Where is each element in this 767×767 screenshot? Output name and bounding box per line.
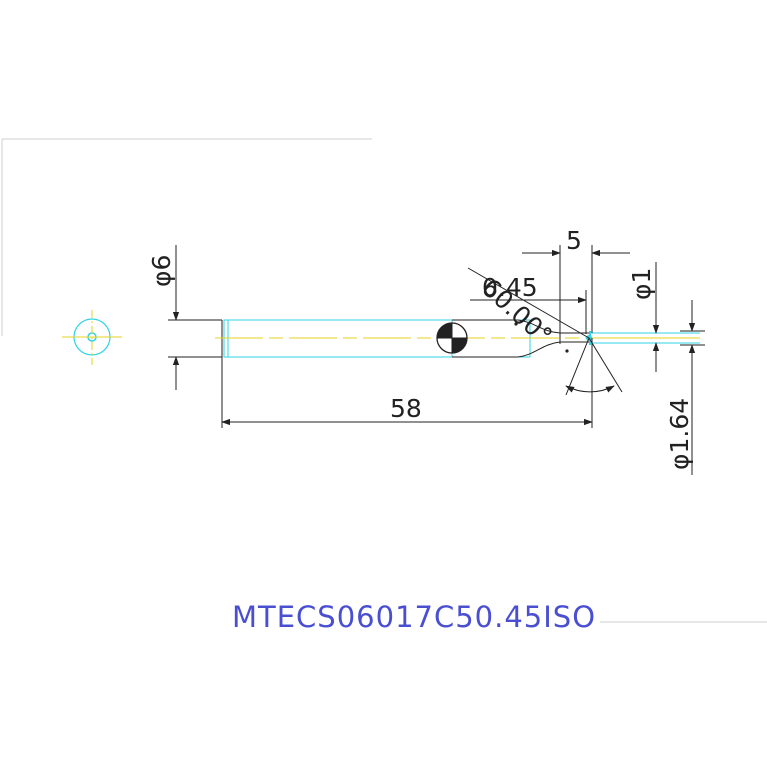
tool-tip xyxy=(452,319,700,358)
sheet-border xyxy=(1,138,767,623)
dim-tip-diameter xyxy=(680,300,705,475)
end-view-circle-crosshair-icon xyxy=(62,310,122,365)
section-symbol-icon xyxy=(436,322,468,354)
dim-overall-length-label: 58 xyxy=(390,394,422,423)
part-number: MTECS06017C50.45ISO xyxy=(232,600,596,634)
dim-shank-diameter-label: φ6 xyxy=(147,255,176,287)
dim-shank-diameter xyxy=(168,245,222,390)
dim-neck-diameter-label: φ1 xyxy=(627,268,656,300)
dim-corner-radius xyxy=(470,290,587,334)
dim-tip-diameter-label: φ1.64 xyxy=(665,398,694,470)
dim-length-offset-label: 5 xyxy=(566,226,582,255)
dim-overall-length xyxy=(221,338,593,428)
angle-arc-icon xyxy=(467,267,623,396)
dim-length-offset xyxy=(522,245,630,333)
dim-corner-radius-label: 0.45 xyxy=(482,273,538,302)
